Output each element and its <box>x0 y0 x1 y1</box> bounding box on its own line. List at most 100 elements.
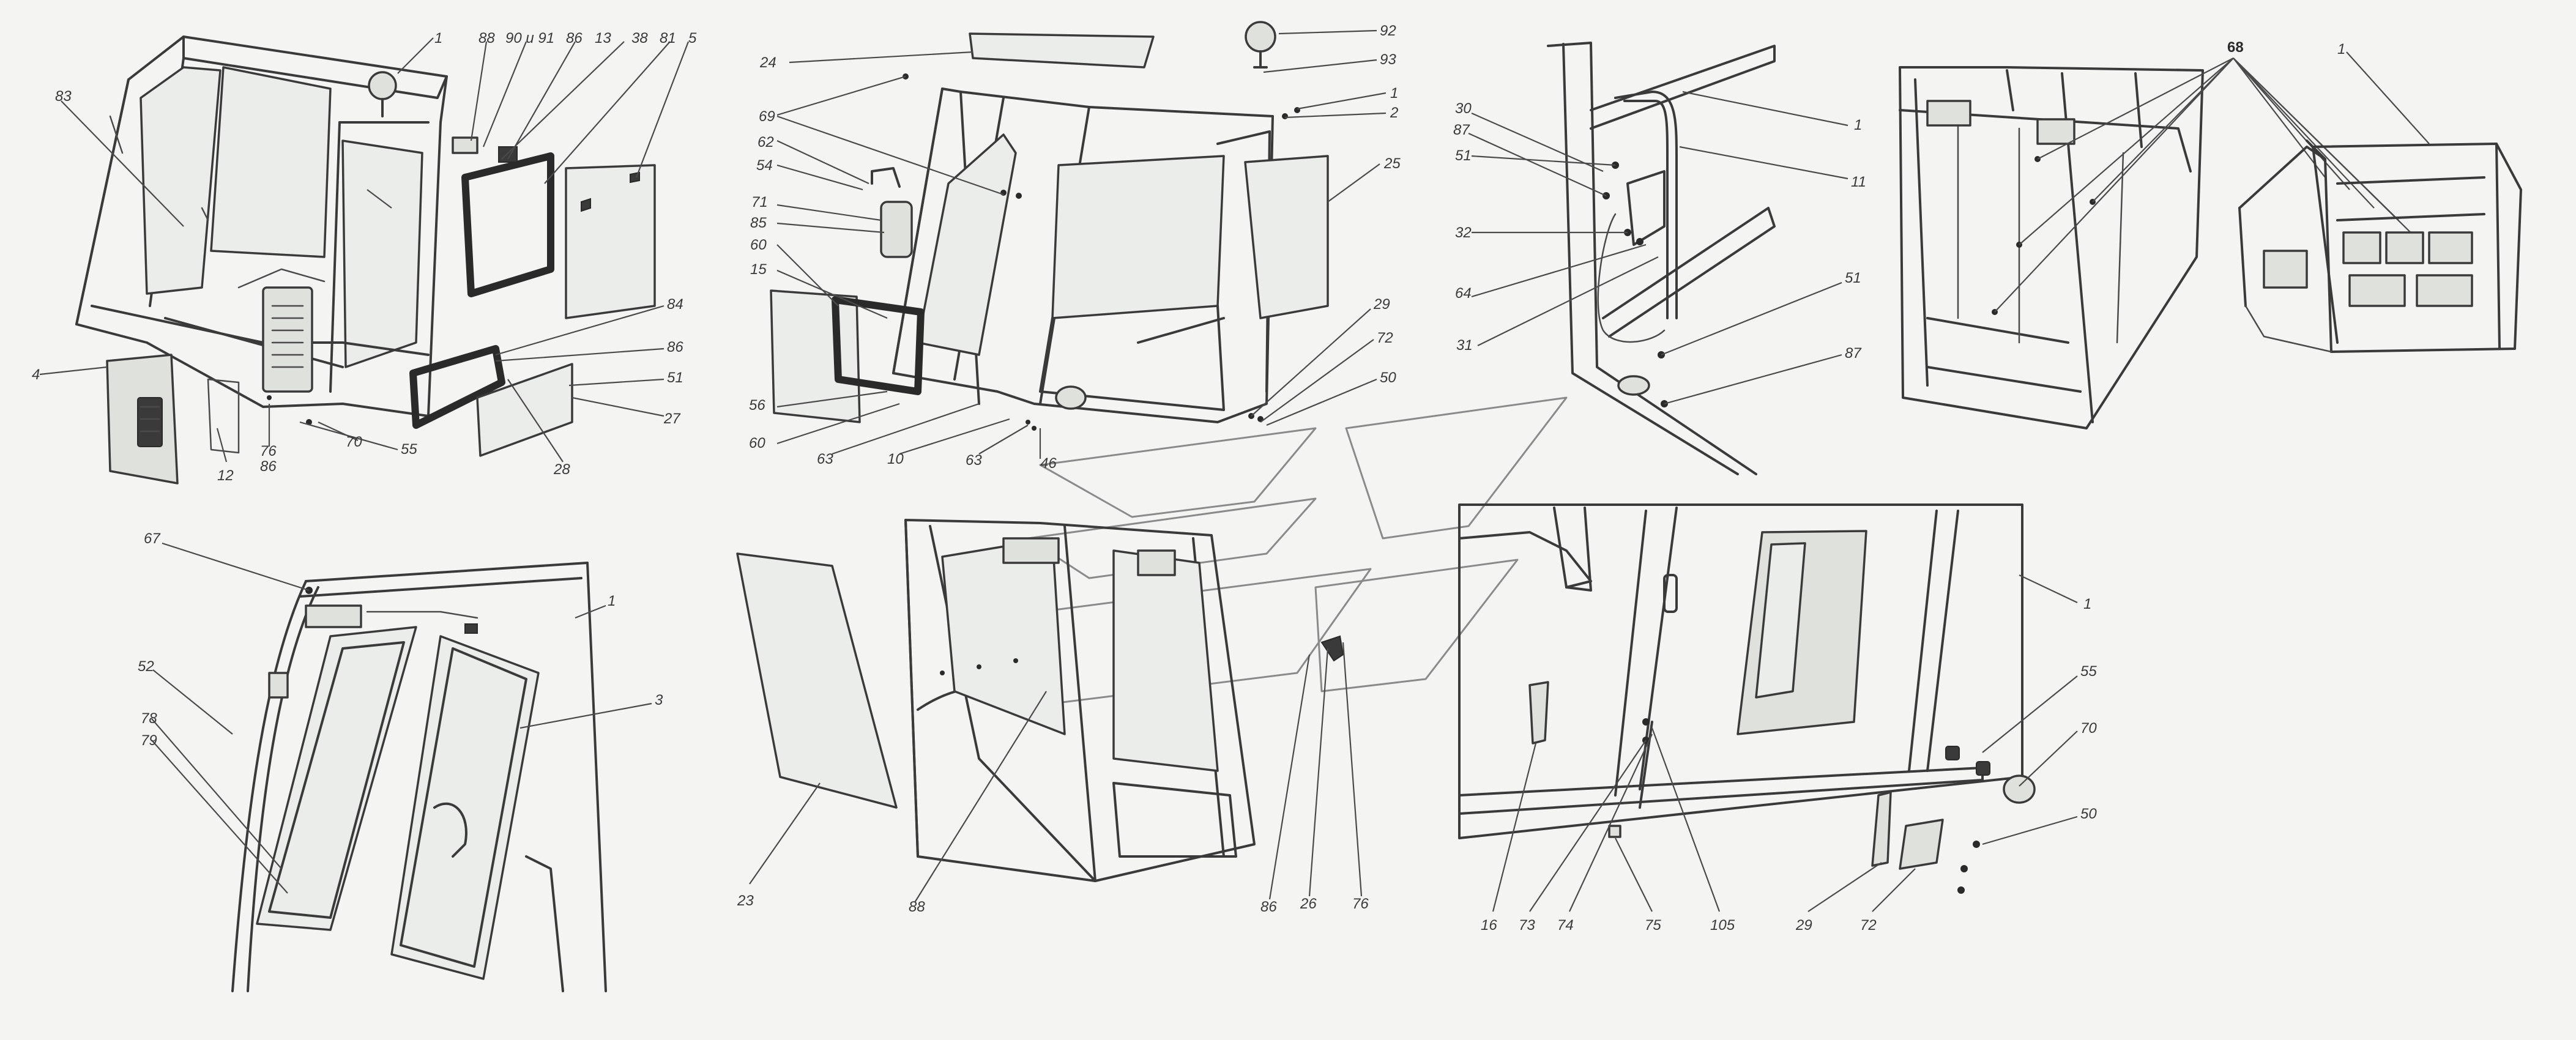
callout-46: 46 <box>1040 455 1057 472</box>
callout-72: 72 <box>1377 330 1393 346</box>
callout-24: 24 <box>759 54 776 71</box>
view-handrail-detail <box>1547 42 1776 475</box>
view7-leaders <box>749 642 1363 903</box>
callout-54: 54 <box>756 157 773 174</box>
callout-32: 32 <box>1455 225 1472 241</box>
callout-60b: 60 <box>749 435 765 451</box>
rear-window-seal <box>461 152 554 297</box>
callout-5: 5 <box>688 30 697 46</box>
view-rear-frame <box>2238 139 2522 353</box>
view3-labels: 30 87 51 32 64 31 1 11 51 87 <box>1453 100 1866 362</box>
callout-56: 56 <box>749 397 765 414</box>
callout-51b: 51 <box>1455 147 1472 164</box>
callout-86b: 86 <box>667 339 683 355</box>
callout-105: 105 <box>1710 917 1735 934</box>
view3-leaders <box>1468 91 1848 405</box>
view-cab-door-removed <box>736 519 1344 882</box>
callout-16: 16 <box>1481 917 1497 934</box>
view8-labels: 1 55 70 50 16 73 74 75 105 29 72 <box>1481 596 2097 934</box>
callout-84: 84 <box>667 296 683 313</box>
callout-1e: 1 <box>608 593 616 609</box>
callout-60: 60 <box>750 237 767 253</box>
callout-70b: 70 <box>2080 720 2097 737</box>
callout-51c: 51 <box>1845 270 1861 286</box>
callout-63b: 63 <box>966 452 982 469</box>
callout-86d: 86 <box>1260 899 1277 915</box>
view7-labels: 23 88 86 26 76 <box>737 893 1369 915</box>
callout-88: 88 <box>478 30 495 46</box>
door-glass <box>736 552 898 809</box>
callout-13: 13 <box>595 30 611 46</box>
callout-75: 75 <box>1645 917 1661 934</box>
callout-26: 26 <box>1300 896 1317 912</box>
roof-glass <box>969 32 1155 69</box>
callout-55: 55 <box>401 441 417 458</box>
callout-2: 2 <box>1390 105 1398 121</box>
callout-74: 74 <box>1557 917 1574 934</box>
callout-27: 27 <box>663 410 681 427</box>
callout-76: 76 <box>260 443 277 459</box>
callout-12: 12 <box>217 467 234 484</box>
callout-38: 38 <box>631 30 648 46</box>
callout-1f: 1 <box>2083 596 2091 612</box>
watermark-logo <box>1027 396 1568 705</box>
callout-87: 87 <box>1453 122 1470 138</box>
callout-68: 68 <box>2227 39 2244 56</box>
callout-86c: 86 <box>260 458 277 475</box>
callout-10: 10 <box>887 451 904 467</box>
view4-leaders <box>1994 58 2424 313</box>
callout-92: 92 <box>1380 23 1396 39</box>
callout-31: 31 <box>1456 337 1473 354</box>
callout-28: 28 <box>553 461 570 478</box>
callout-85: 85 <box>750 215 767 231</box>
callout-25: 25 <box>1383 155 1401 172</box>
view6-leaders <box>151 542 652 894</box>
callout-69: 69 <box>759 108 775 125</box>
callout-88b: 88 <box>909 899 925 915</box>
callout-78: 78 <box>141 710 157 727</box>
callout-11: 11 <box>1851 174 1866 190</box>
callout-50: 50 <box>1380 370 1396 386</box>
callout-62: 62 <box>758 134 774 150</box>
view-cab-center-door <box>770 21 1329 431</box>
callout-52: 52 <box>138 658 154 675</box>
callout-29: 29 <box>1373 296 1390 313</box>
view5-leaders <box>2346 51 2430 144</box>
callout-50b: 50 <box>2080 806 2097 822</box>
view1-leaders <box>39 37 690 462</box>
callout-1d: 1 <box>2337 41 2345 58</box>
callout-86: 86 <box>566 30 583 46</box>
callout-79: 79 <box>141 732 157 749</box>
view-frame-skeleton <box>1899 66 2204 429</box>
callout-71: 71 <box>751 194 768 210</box>
callout-15: 15 <box>750 261 767 278</box>
callout-87b: 87 <box>1845 345 1862 362</box>
callout-29b: 29 <box>1795 917 1812 934</box>
callout-72b: 72 <box>1860 917 1877 934</box>
view8-leaders <box>1492 574 2078 912</box>
callout-67: 67 <box>144 530 161 547</box>
callout-1b: 1 <box>1390 85 1398 102</box>
callout-51: 51 <box>667 370 683 386</box>
callout-3: 3 <box>655 692 663 708</box>
callout-1: 1 <box>434 30 442 46</box>
view1-labels: 1 88 90 и 91 86 13 38 81 5 83 84 86 51 2… <box>32 30 697 484</box>
callout-76b: 76 <box>1352 896 1369 912</box>
callout-73: 73 <box>1519 917 1535 934</box>
callout-81: 81 <box>660 30 676 46</box>
view2-labels: 92 24 93 1 2 25 69 62 54 71 85 60 15 56 … <box>749 23 1401 472</box>
callout-1c: 1 <box>1854 117 1862 133</box>
view-full-cab-left <box>75 35 656 485</box>
view6-labels: 67 1 3 52 78 79 <box>138 530 663 749</box>
callout-83: 83 <box>55 88 72 105</box>
callout-23: 23 <box>737 893 754 909</box>
callout-70: 70 <box>346 434 362 450</box>
callout-93: 93 <box>1380 51 1396 68</box>
view-door-window-detail <box>231 562 607 992</box>
view-door-lock-detail <box>1458 503 2036 894</box>
view2-leaders <box>776 29 1387 459</box>
callout-55b: 55 <box>2080 663 2097 680</box>
callout-63: 63 <box>817 451 833 467</box>
callout-4: 4 <box>32 366 40 383</box>
